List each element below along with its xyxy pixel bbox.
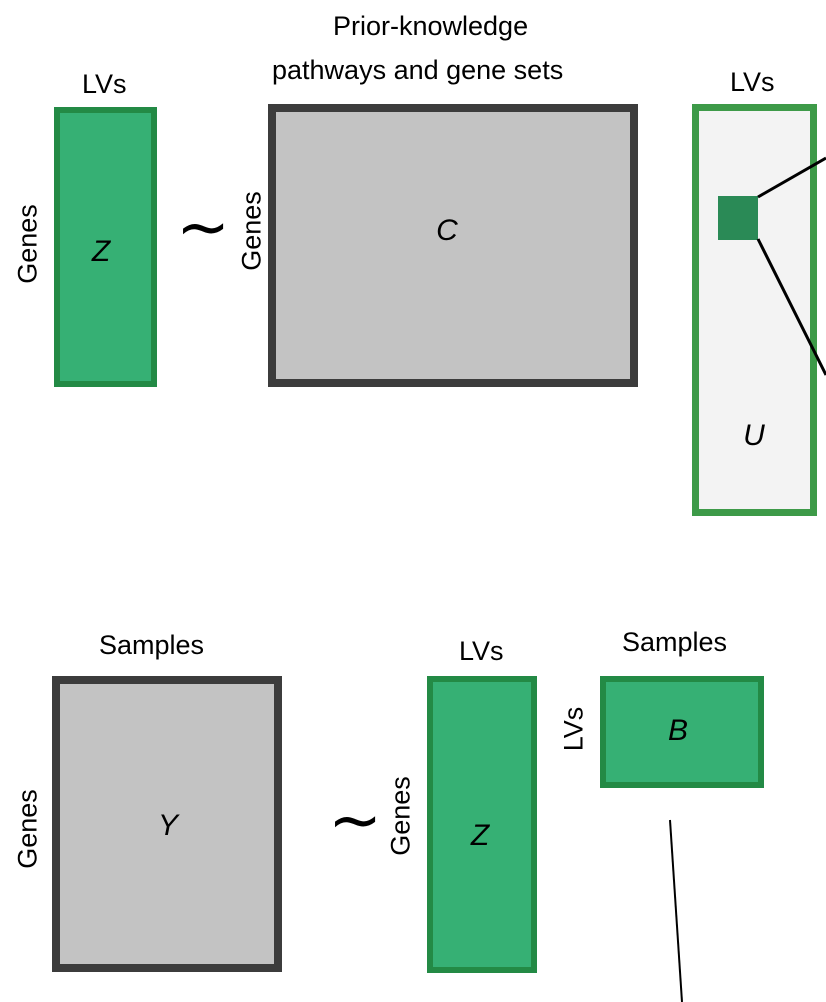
top-z-symbol: Z xyxy=(91,235,111,268)
bottom-y-col-label: Samples xyxy=(99,630,205,660)
top-z-col-label: LVs xyxy=(82,69,127,99)
bottom-y-matrix xyxy=(52,676,282,972)
bottom-b-matrix xyxy=(600,676,764,788)
bottom-b-symbol: B xyxy=(667,714,689,747)
bottom-y-symbol: Y xyxy=(157,809,179,842)
top-approx-symbol: ~ xyxy=(176,191,230,265)
top-c-symbol: C xyxy=(436,214,458,247)
bottom-b-col-label: Samples xyxy=(622,627,728,657)
bottom-z-symbol: Z xyxy=(470,819,490,852)
top-u-col-label: LVs xyxy=(730,67,775,97)
top-u-highlight-block xyxy=(718,196,758,240)
bottom-z-col-label: LVs xyxy=(459,636,504,666)
b-connector-line xyxy=(669,819,683,1002)
top-c-title-line1: Prior-knowledge xyxy=(333,11,529,41)
top-u-symbol: U xyxy=(743,419,765,452)
top-z-matrix xyxy=(54,107,157,387)
u-block-connector-top xyxy=(757,156,826,199)
top-c-title-line2: pathways and gene sets xyxy=(272,55,564,85)
bottom-z-matrix xyxy=(427,676,537,973)
top-u-matrix xyxy=(692,104,817,516)
u-block-connector-bottom xyxy=(756,238,826,376)
top-c-matrix xyxy=(268,104,638,387)
bottom-approx-symbol: ~ xyxy=(328,784,382,858)
